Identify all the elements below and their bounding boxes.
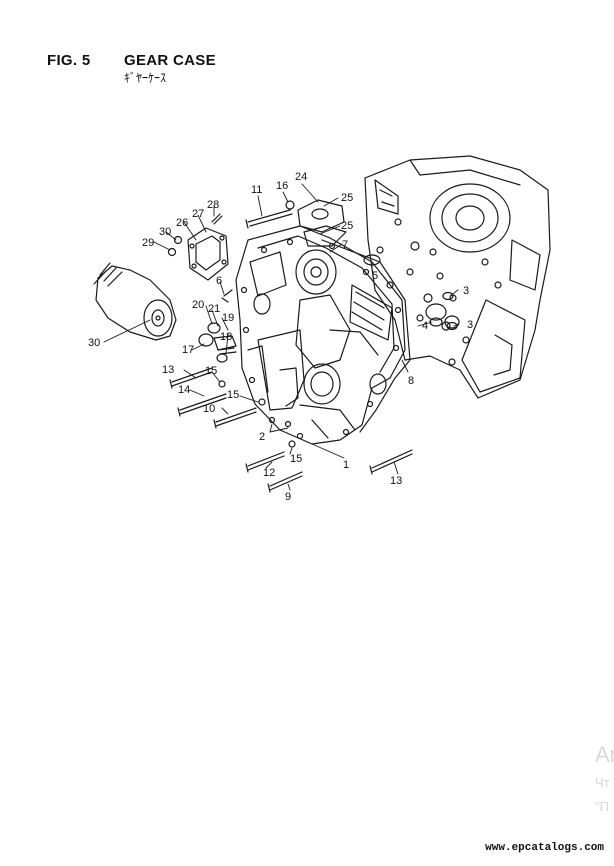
callout-4: 4: [422, 320, 428, 332]
nut-28: [167, 247, 177, 257]
o-ring-5: [363, 254, 381, 266]
callout-5: 5: [372, 270, 378, 282]
gear-case-body: [235, 225, 406, 445]
callout-27: 28: [207, 199, 219, 211]
callout-labels: 24 16 11 25 28 27 26 25 30 29 7 5 6 3 20…: [88, 171, 473, 503]
bolt-10: [213, 407, 257, 429]
o-ring-4: [429, 317, 443, 327]
callout-11: 11: [251, 184, 262, 196]
callout-13b: 13: [390, 475, 402, 487]
callout-3b: 3: [467, 319, 473, 331]
oil-filter: [93, 262, 177, 341]
callout-2: 2: [259, 431, 265, 443]
callout-24: 25: [341, 192, 353, 204]
callout-8: 8: [408, 375, 414, 387]
figure-number: FIG. 5: [47, 52, 91, 69]
callout-13a: 13: [162, 364, 174, 376]
callout-14: 14: [178, 384, 190, 396]
callout-15b: 15: [227, 389, 239, 401]
callout-10: 10: [203, 403, 215, 415]
callout-17: 17: [182, 344, 194, 356]
callout-22: 24: [295, 171, 307, 183]
engine-block: [364, 155, 551, 399]
washer-29: [173, 235, 183, 245]
callout-19: 19: [222, 312, 234, 324]
callout-7: 7: [342, 239, 348, 251]
callout-9: 9: [285, 491, 291, 503]
callout-1: 1: [343, 459, 349, 471]
callout-30: 30: [88, 337, 100, 349]
bolt-13-right: [369, 449, 413, 475]
pin-2b: [284, 420, 292, 428]
callout-3a: 3: [463, 285, 469, 297]
o-ring-3a: [442, 291, 454, 301]
o-ring-3b: [446, 321, 458, 331]
callout-21: 21: [208, 303, 220, 315]
bolt-14: [177, 393, 227, 417]
watermark-line-2: Чт: [595, 775, 610, 790]
callout-15a: 15: [205, 365, 217, 377]
watermark-line-3: "П: [595, 799, 609, 814]
figure-title: GEAR CASE: [124, 52, 216, 69]
washer-15c: [288, 440, 296, 448]
callout-16: 16: [276, 180, 288, 192]
washer-16: [285, 200, 295, 210]
bolt-11: [245, 209, 293, 229]
callout-23: 25: [341, 220, 353, 232]
washer-15b: [258, 398, 266, 406]
pin-2a: [268, 416, 276, 424]
callout-18: 18: [220, 331, 232, 343]
oil-fitting: [198, 322, 237, 363]
bolt-12: [245, 451, 285, 473]
callout-29: 30: [159, 226, 171, 238]
callout-6: 6: [216, 275, 222, 287]
footer-url[interactable]: www.epcatalogs.com: [485, 842, 604, 854]
washer-15a: [218, 380, 226, 388]
stud-27: [211, 213, 223, 225]
callout-12: 12: [263, 467, 275, 479]
leader-lines: [103, 183, 459, 491]
callout-26: 27: [192, 208, 204, 220]
callout-25: 26: [176, 217, 188, 229]
watermark-line-1: Ar: [595, 742, 614, 767]
top-cover: [297, 199, 347, 247]
callout-28: 29: [142, 237, 154, 249]
bolt-9: [267, 471, 303, 493]
plug-6: [221, 289, 233, 303]
callout-20: 20: [192, 299, 204, 311]
thermostat-cover: [187, 227, 229, 281]
callout-15c: 15: [290, 453, 302, 465]
figure-subtitle: ｷﾞﾔｰｹｰｽ: [124, 71, 167, 85]
gasket-outline: [321, 239, 411, 433]
